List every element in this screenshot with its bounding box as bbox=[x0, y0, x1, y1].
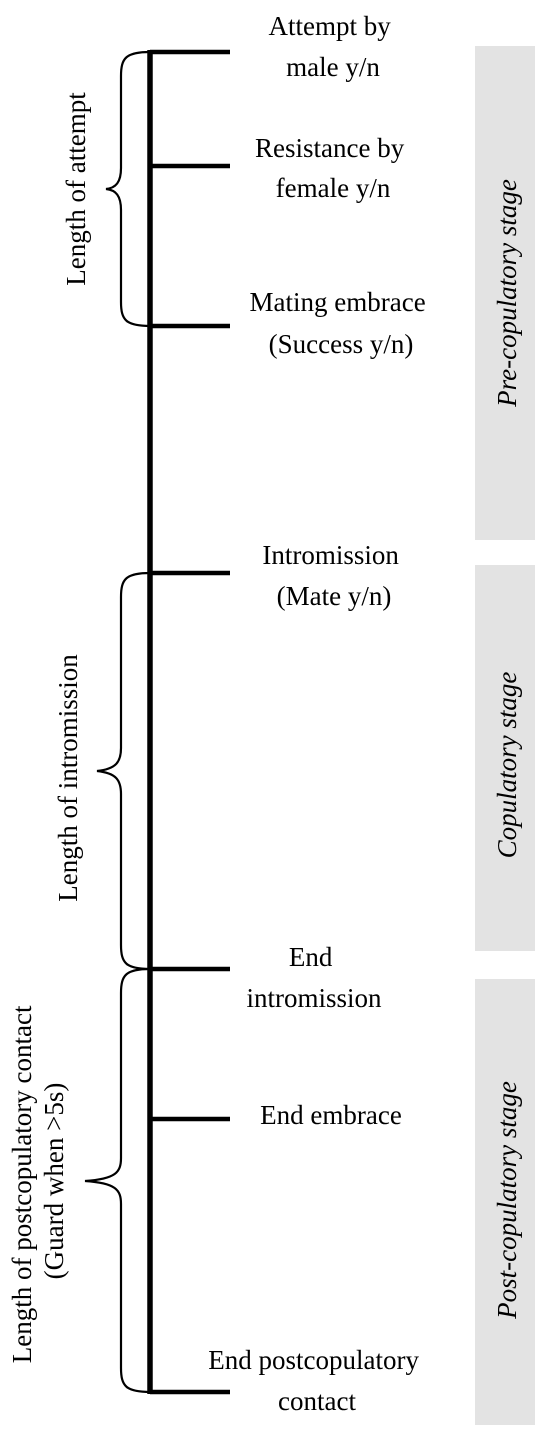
event-labels: Attempt by male y/n Resistance by female… bbox=[208, 11, 433, 1416]
duration-label-length-of-attempt: Length of attempt bbox=[61, 92, 91, 286]
event-label-resistance: Resistance by female y/n bbox=[255, 133, 411, 203]
stage-box-copulatory bbox=[475, 565, 535, 951]
duration-labels: Length of attempt Length of intromission… bbox=[7, 92, 91, 1363]
duration-braces bbox=[84, 50, 151, 1394]
brace-length-of-intromission bbox=[96, 571, 151, 971]
event-label-end-embrace: End embrace bbox=[260, 1100, 402, 1130]
event-label-end-postcopulatory: End postcopulatory contact bbox=[208, 1345, 425, 1416]
duration-label-length-of-intromission: Length of intromission bbox=[53, 654, 83, 902]
stage-label-pre-copulatory: Pre-copulatory stage bbox=[492, 179, 522, 408]
event-label-mating-embrace: Mating embrace (Success y/n) bbox=[250, 287, 433, 359]
duration-label-length-of-postcopulatory: Length of postcopulatory contact (Guard … bbox=[7, 999, 69, 1363]
stage-label-post-copulatory: Post-copulatory stage bbox=[492, 1081, 522, 1320]
event-label-end-intromission: End intromission bbox=[246, 942, 382, 1013]
event-label-attempt: Attempt by male y/n bbox=[269, 11, 398, 82]
brace-length-of-postcopulatory bbox=[84, 967, 151, 1394]
event-label-intromission: Intromission (Mate y/n) bbox=[262, 540, 405, 611]
event-ticks bbox=[150, 49, 230, 1395]
brace-length-of-attempt bbox=[105, 50, 151, 328]
stage-box-post-copulatory bbox=[475, 979, 535, 1425]
stage-label-copulatory: Copulatory stage bbox=[492, 672, 522, 859]
stage-box-pre-copulatory bbox=[475, 46, 535, 540]
stage-panels: Pre-copulatory stage Copulatory stage Po… bbox=[475, 46, 535, 1425]
